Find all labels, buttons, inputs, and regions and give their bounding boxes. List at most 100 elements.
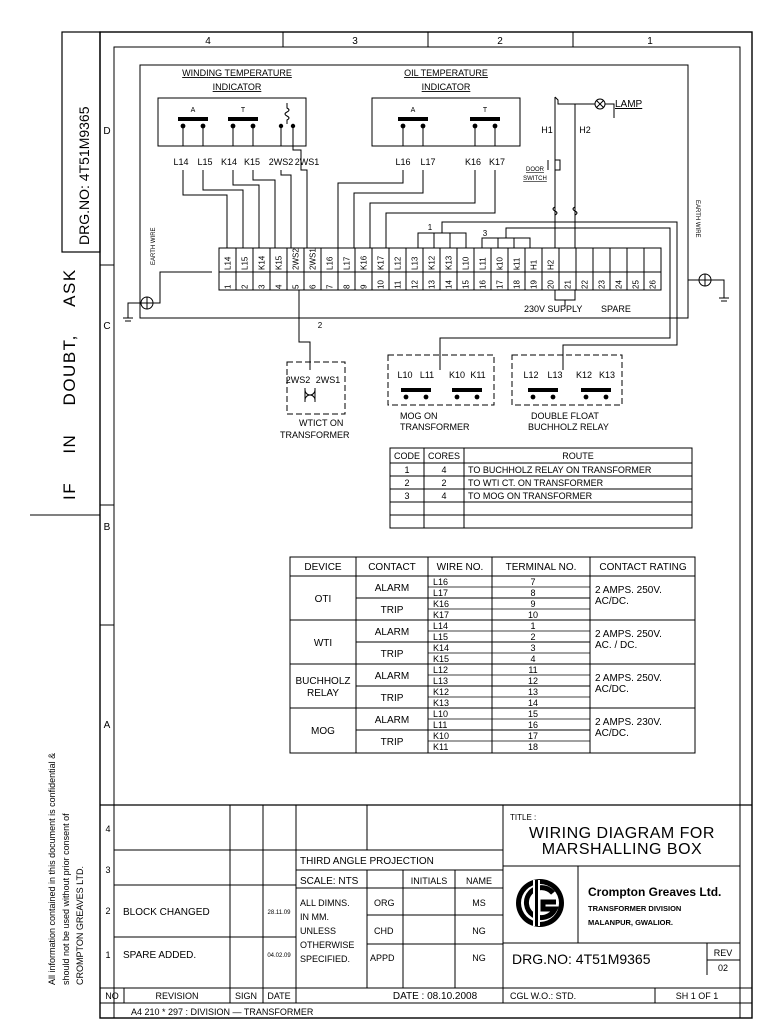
col-date: DATE [267, 991, 290, 1001]
col-revision: REVISION [155, 991, 198, 1001]
supply-label: 230V SUPPLY [524, 304, 582, 314]
revision-1-date: 04.02.09 [267, 953, 291, 959]
terminal-wire-label: L11 [479, 257, 488, 270]
drawing-number: DRG.NO: 4T51M9365 [512, 951, 651, 967]
rev-label: REV [714, 948, 733, 958]
contact-type: ALARM [375, 583, 409, 594]
terminal-number: 16 [528, 720, 538, 730]
contact-rating: 2 AMPS. 230V. [595, 717, 662, 728]
terminal-wire-label: K17 [377, 255, 386, 270]
chd-name: NG [472, 926, 486, 936]
route-row-route: TO WTI CT. ON TRANSFORMER [468, 478, 604, 488]
terminal-wire-label: L10 [462, 256, 471, 270]
buchholz-label-2: BUCHHOLZ RELAY [528, 422, 609, 432]
oti-terminal: K17 [489, 157, 505, 167]
terminal-number: 15 [528, 709, 538, 719]
zone-label-3: 3 [352, 36, 358, 47]
contact-type: TRIP [381, 649, 404, 660]
terminal-number: 15 [462, 280, 471, 289]
contact-rating: AC/DC. [595, 728, 629, 739]
marshalling-box-outline [139, 64, 689, 319]
wti-trip-label: T [241, 107, 246, 114]
route-row-cores: 4 [441, 491, 446, 501]
route-header-route: ROUTE [562, 451, 594, 461]
scale-text: SCALE: NTS [300, 876, 359, 887]
mog-terminal: L10 [397, 370, 412, 380]
projection-text: THIRD ANGLE PROJECTION [300, 856, 434, 867]
terminal-number: 20 [547, 280, 556, 289]
device-header-contact: CONTACT [368, 562, 416, 573]
terminal-number: 7 [530, 577, 535, 587]
terminal-wire-label: L13 [411, 256, 420, 270]
wtict-label: WTICT ON [299, 418, 343, 428]
winding-temperature-indicator: WINDING TEMPERATURE INDICATOR A T L14 L1… [157, 68, 319, 167]
contact-type: ALARM [375, 627, 409, 638]
terminal-number: 4 [275, 284, 284, 289]
dimension-note: ALL DIMNS. [300, 898, 350, 908]
revision-number-4: 4 [105, 824, 110, 834]
wire-number: L11 [433, 720, 447, 730]
lamp-circuit [547, 96, 615, 225]
terminal-number: 12 [528, 676, 538, 686]
org-label: ORG [374, 898, 395, 908]
contact-rating: 2 AMPS. 250V. [595, 673, 662, 684]
terminal-number: 17 [528, 731, 538, 741]
earth-wire-label-right: EARTH WIRE [694, 200, 700, 238]
wtict-on-transformer: 2WS2 2WS1 WTICT ON TRANSFORMER [280, 361, 350, 440]
zone-label-1: 1 [647, 36, 653, 47]
cable-code-3: 3 [483, 229, 488, 238]
terminal-wire-label: L14 [224, 256, 233, 270]
terminal-number: 5 [292, 284, 301, 289]
route-header-code: CODE [394, 451, 420, 461]
mog-on-transformer: L10 L11 K10 K11 MOG ON TRANSFORMER [387, 354, 495, 432]
terminal-number: 19 [530, 280, 539, 289]
revision-2-date: 28.11.09 [268, 910, 292, 916]
earth-connections [123, 271, 729, 322]
mog-terminal: K11 [470, 370, 485, 380]
oti-terminal: K16 [465, 157, 481, 167]
contact-rating: AC. / DC. [595, 640, 637, 651]
dimension-note: OTHERWISE [300, 940, 354, 950]
buchholz-terminal: L13 [547, 370, 562, 380]
wire-number: K12 [433, 687, 449, 697]
terminal-number: 8 [530, 588, 535, 598]
sheet-frame [30, 31, 753, 1019]
revision-2-text: BLOCK CHANGED [123, 907, 210, 918]
terminal-number: 18 [513, 280, 522, 289]
zone-label-a: A [104, 720, 111, 731]
terminal-block-cells: 1L142L153K144K1552WS262WS17L168L179K1610… [224, 248, 658, 290]
terminal-wire-label: K12 [428, 255, 437, 270]
contact-type: ALARM [375, 715, 409, 726]
col-sign: SIGN [235, 991, 257, 1001]
lamp-label: LAMP [615, 99, 643, 110]
revision-number-1: 1 [105, 950, 110, 960]
terminal-number: 10 [528, 610, 538, 620]
contact-type: TRIP [381, 737, 404, 748]
col-no: NO [105, 991, 119, 1001]
terminal-number: 18 [528, 742, 538, 752]
zone-label-4: 4 [205, 36, 211, 47]
wire-number: K13 [433, 698, 449, 708]
terminal-number: 26 [649, 280, 658, 289]
oti-title-sub: INDICATOR [422, 82, 471, 92]
contact-rating: AC/DC. [595, 596, 629, 607]
route-row-cores: 2 [441, 478, 446, 488]
device-header-wire: WIRE NO. [437, 562, 484, 573]
title-block-grid [100, 804, 752, 1004]
terminal-number: 24 [615, 280, 624, 289]
lamp-wire-h2: H2 [579, 125, 591, 135]
zone-label-b: B [104, 522, 111, 533]
initials-header: INITIALS [411, 876, 448, 886]
contact-type: TRIP [381, 605, 404, 616]
wire-number: L17 [433, 588, 448, 598]
spare-label: SPARE [601, 304, 631, 314]
terminal-number: 10 [377, 280, 386, 289]
oti-terminal: L17 [420, 157, 435, 167]
contact-rating: 2 AMPS. 250V. [595, 585, 662, 596]
buchholz-terminal: K13 [599, 370, 615, 380]
door-switch-label-2: SWITCH [523, 176, 547, 182]
terminal-wire-label: H1 [530, 259, 539, 270]
route-row-route: TO BUCHHOLZ RELAY ON TRANSFORMER [468, 465, 652, 475]
